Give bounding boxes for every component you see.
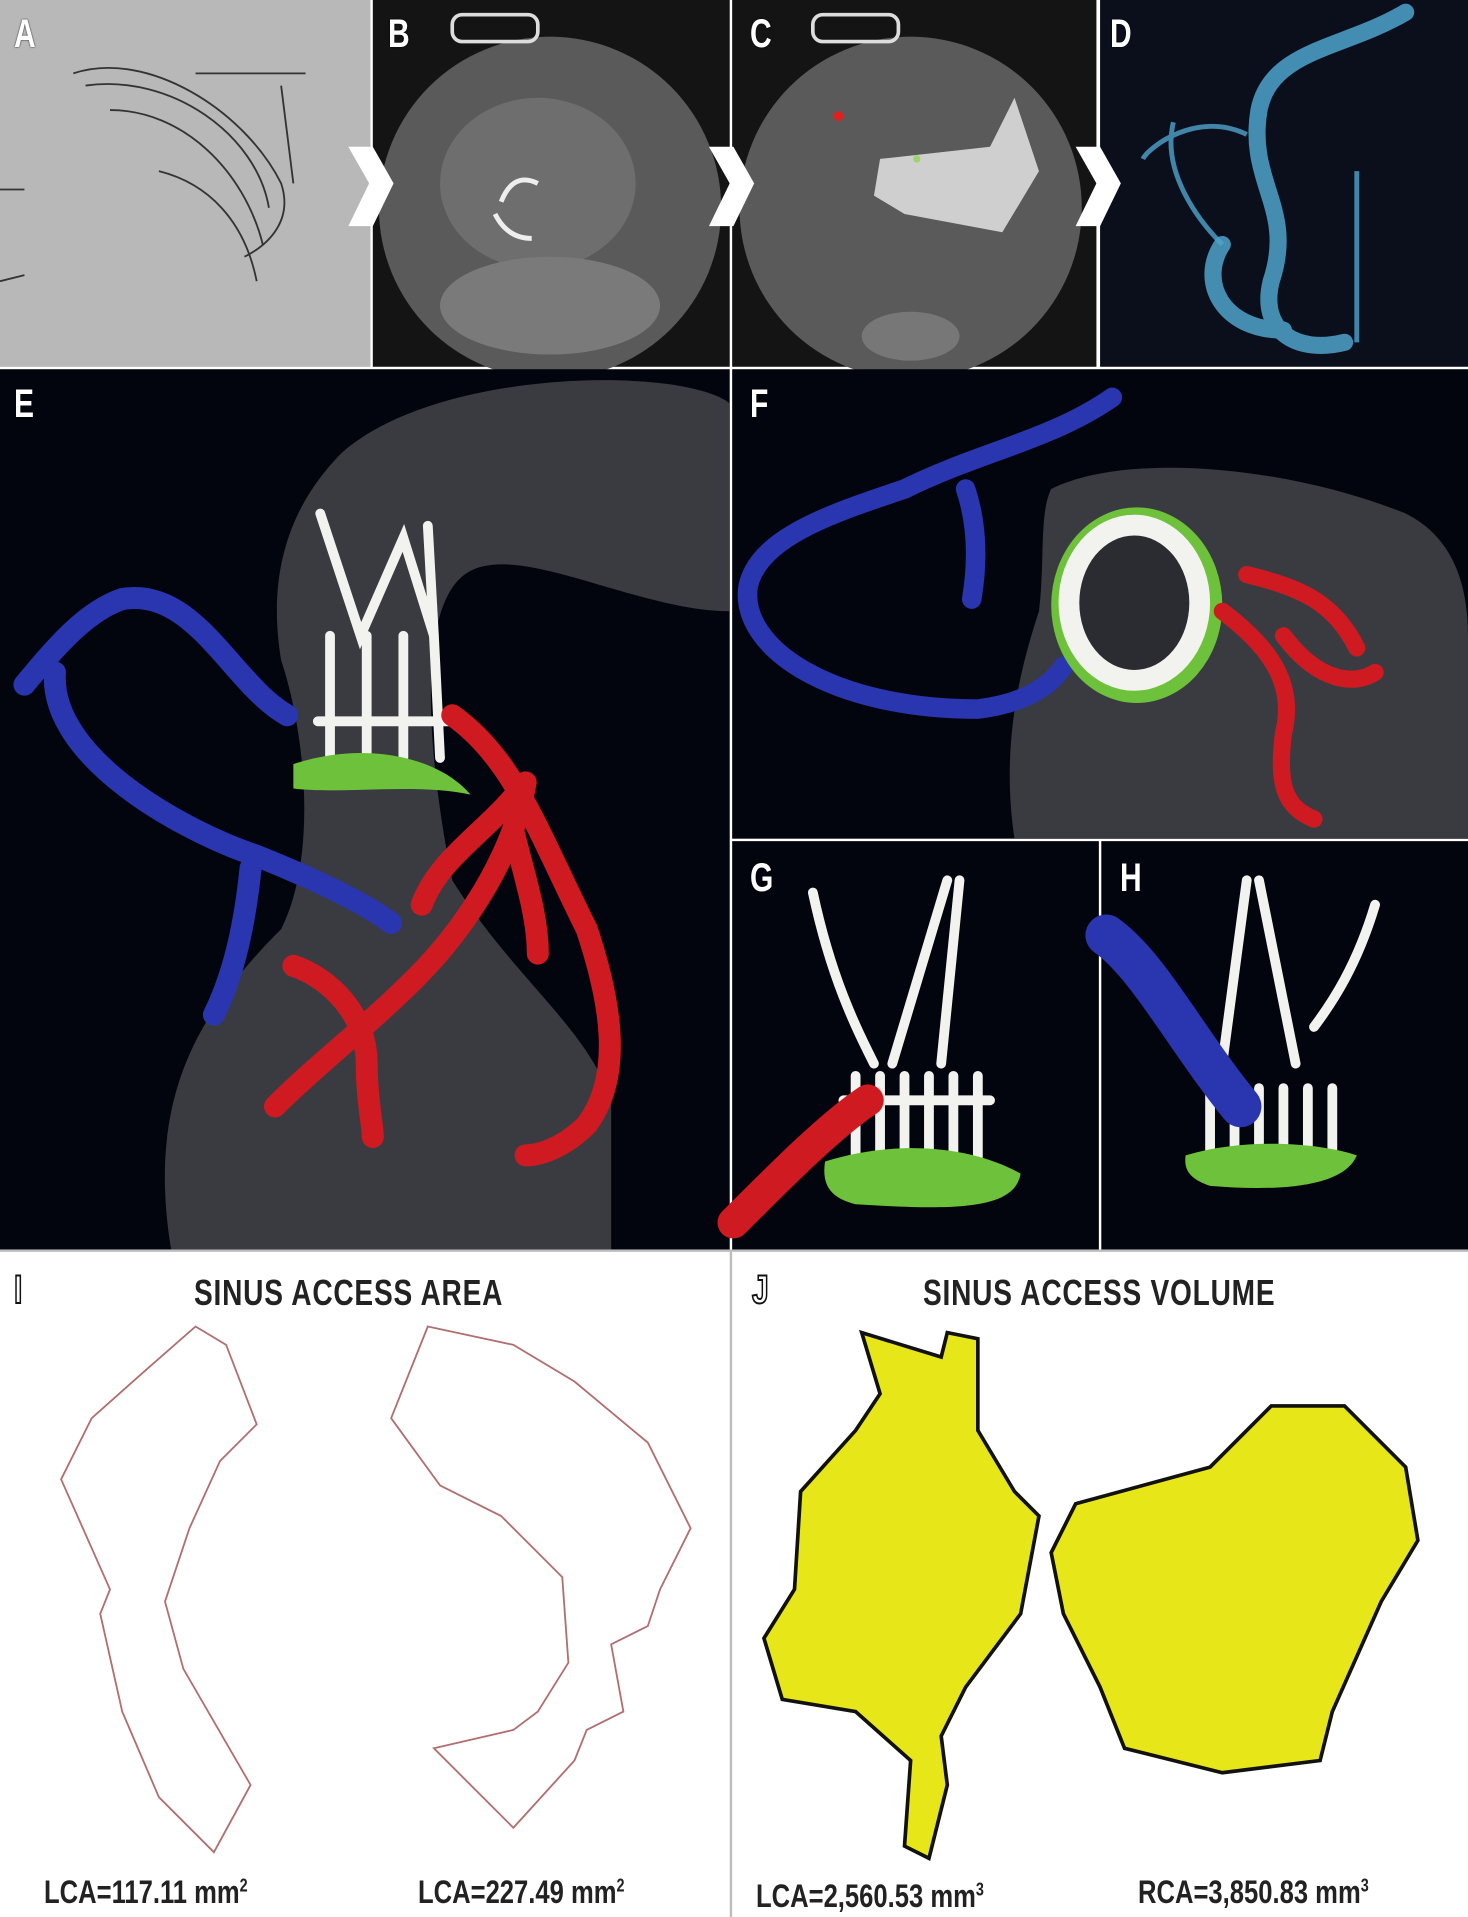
panel-g-3d-model — [717, 841, 1099, 1250]
panel-label-h: H — [1120, 856, 1142, 900]
area-measurement-1: LCA=117.11 mm2 — [44, 1874, 248, 1910]
rca-volume — [1049, 1404, 1420, 1775]
panel-label-j: J — [751, 1268, 769, 1312]
panel-b-ct-scan — [372, 0, 730, 379]
panel-label-a: A — [14, 12, 36, 56]
lca-volume — [761, 1329, 1041, 1861]
panel-label-e: E — [14, 382, 35, 426]
volume-measurement-rca: RCA=3,850.83 mm3 — [1138, 1874, 1369, 1910]
panel-f-3d-model — [732, 369, 1468, 839]
sinus-access-area-title: SINUS ACCESS AREA — [194, 1272, 504, 1313]
panel-label-d: D — [1110, 12, 1132, 56]
lca-area-outline-large — [390, 1325, 692, 1830]
panel-label-g: G — [750, 856, 774, 900]
panel-d-3d-mesh — [1100, 0, 1468, 367]
chevron-right-icon — [708, 146, 755, 227]
panel-a-fluoroscopy — [0, 0, 371, 367]
panel-label-i: I — [13, 1268, 23, 1312]
panel-label-b: B — [388, 12, 410, 56]
panel-j-volume-renderings — [761, 1329, 1420, 1861]
panel-h-3d-model — [1085, 841, 1468, 1250]
panel-e-3d-model — [0, 369, 730, 1250]
panel-label-f: F — [750, 382, 769, 426]
chevron-right-icon — [1075, 146, 1121, 227]
panel-c-ct-segmentation — [732, 0, 1097, 379]
area-measurement-2: LCA=227.49 mm2 — [418, 1874, 625, 1910]
sinus-access-volume-title: SINUS ACCESS VOLUME — [923, 1272, 1276, 1313]
panel-i-area-outlines — [60, 1325, 692, 1854]
lca-area-outline-small — [60, 1325, 258, 1854]
panel-label-c: C — [750, 12, 772, 56]
chevron-right-icon — [348, 146, 394, 227]
volume-measurement-lca: LCA=2,560.53 mm3 — [756, 1878, 984, 1914]
panel-dividers — [0, 1249, 1468, 1917]
arrow-chevrons — [348, 146, 1121, 227]
